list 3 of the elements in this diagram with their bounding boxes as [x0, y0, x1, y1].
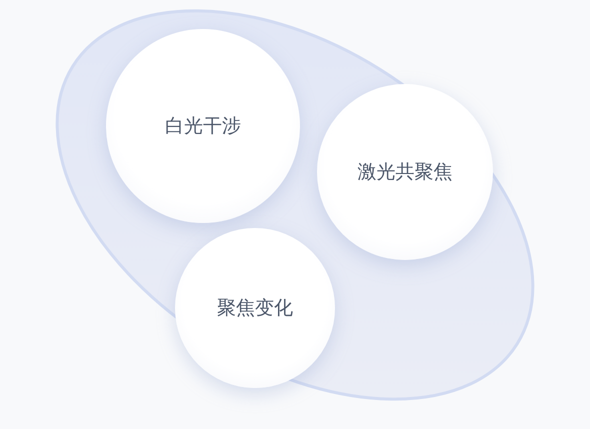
circle-label: 聚焦变化 [217, 296, 293, 321]
circle-label: 激光共聚焦 [358, 160, 452, 185]
circle-label: 白光干涉 [165, 114, 241, 139]
